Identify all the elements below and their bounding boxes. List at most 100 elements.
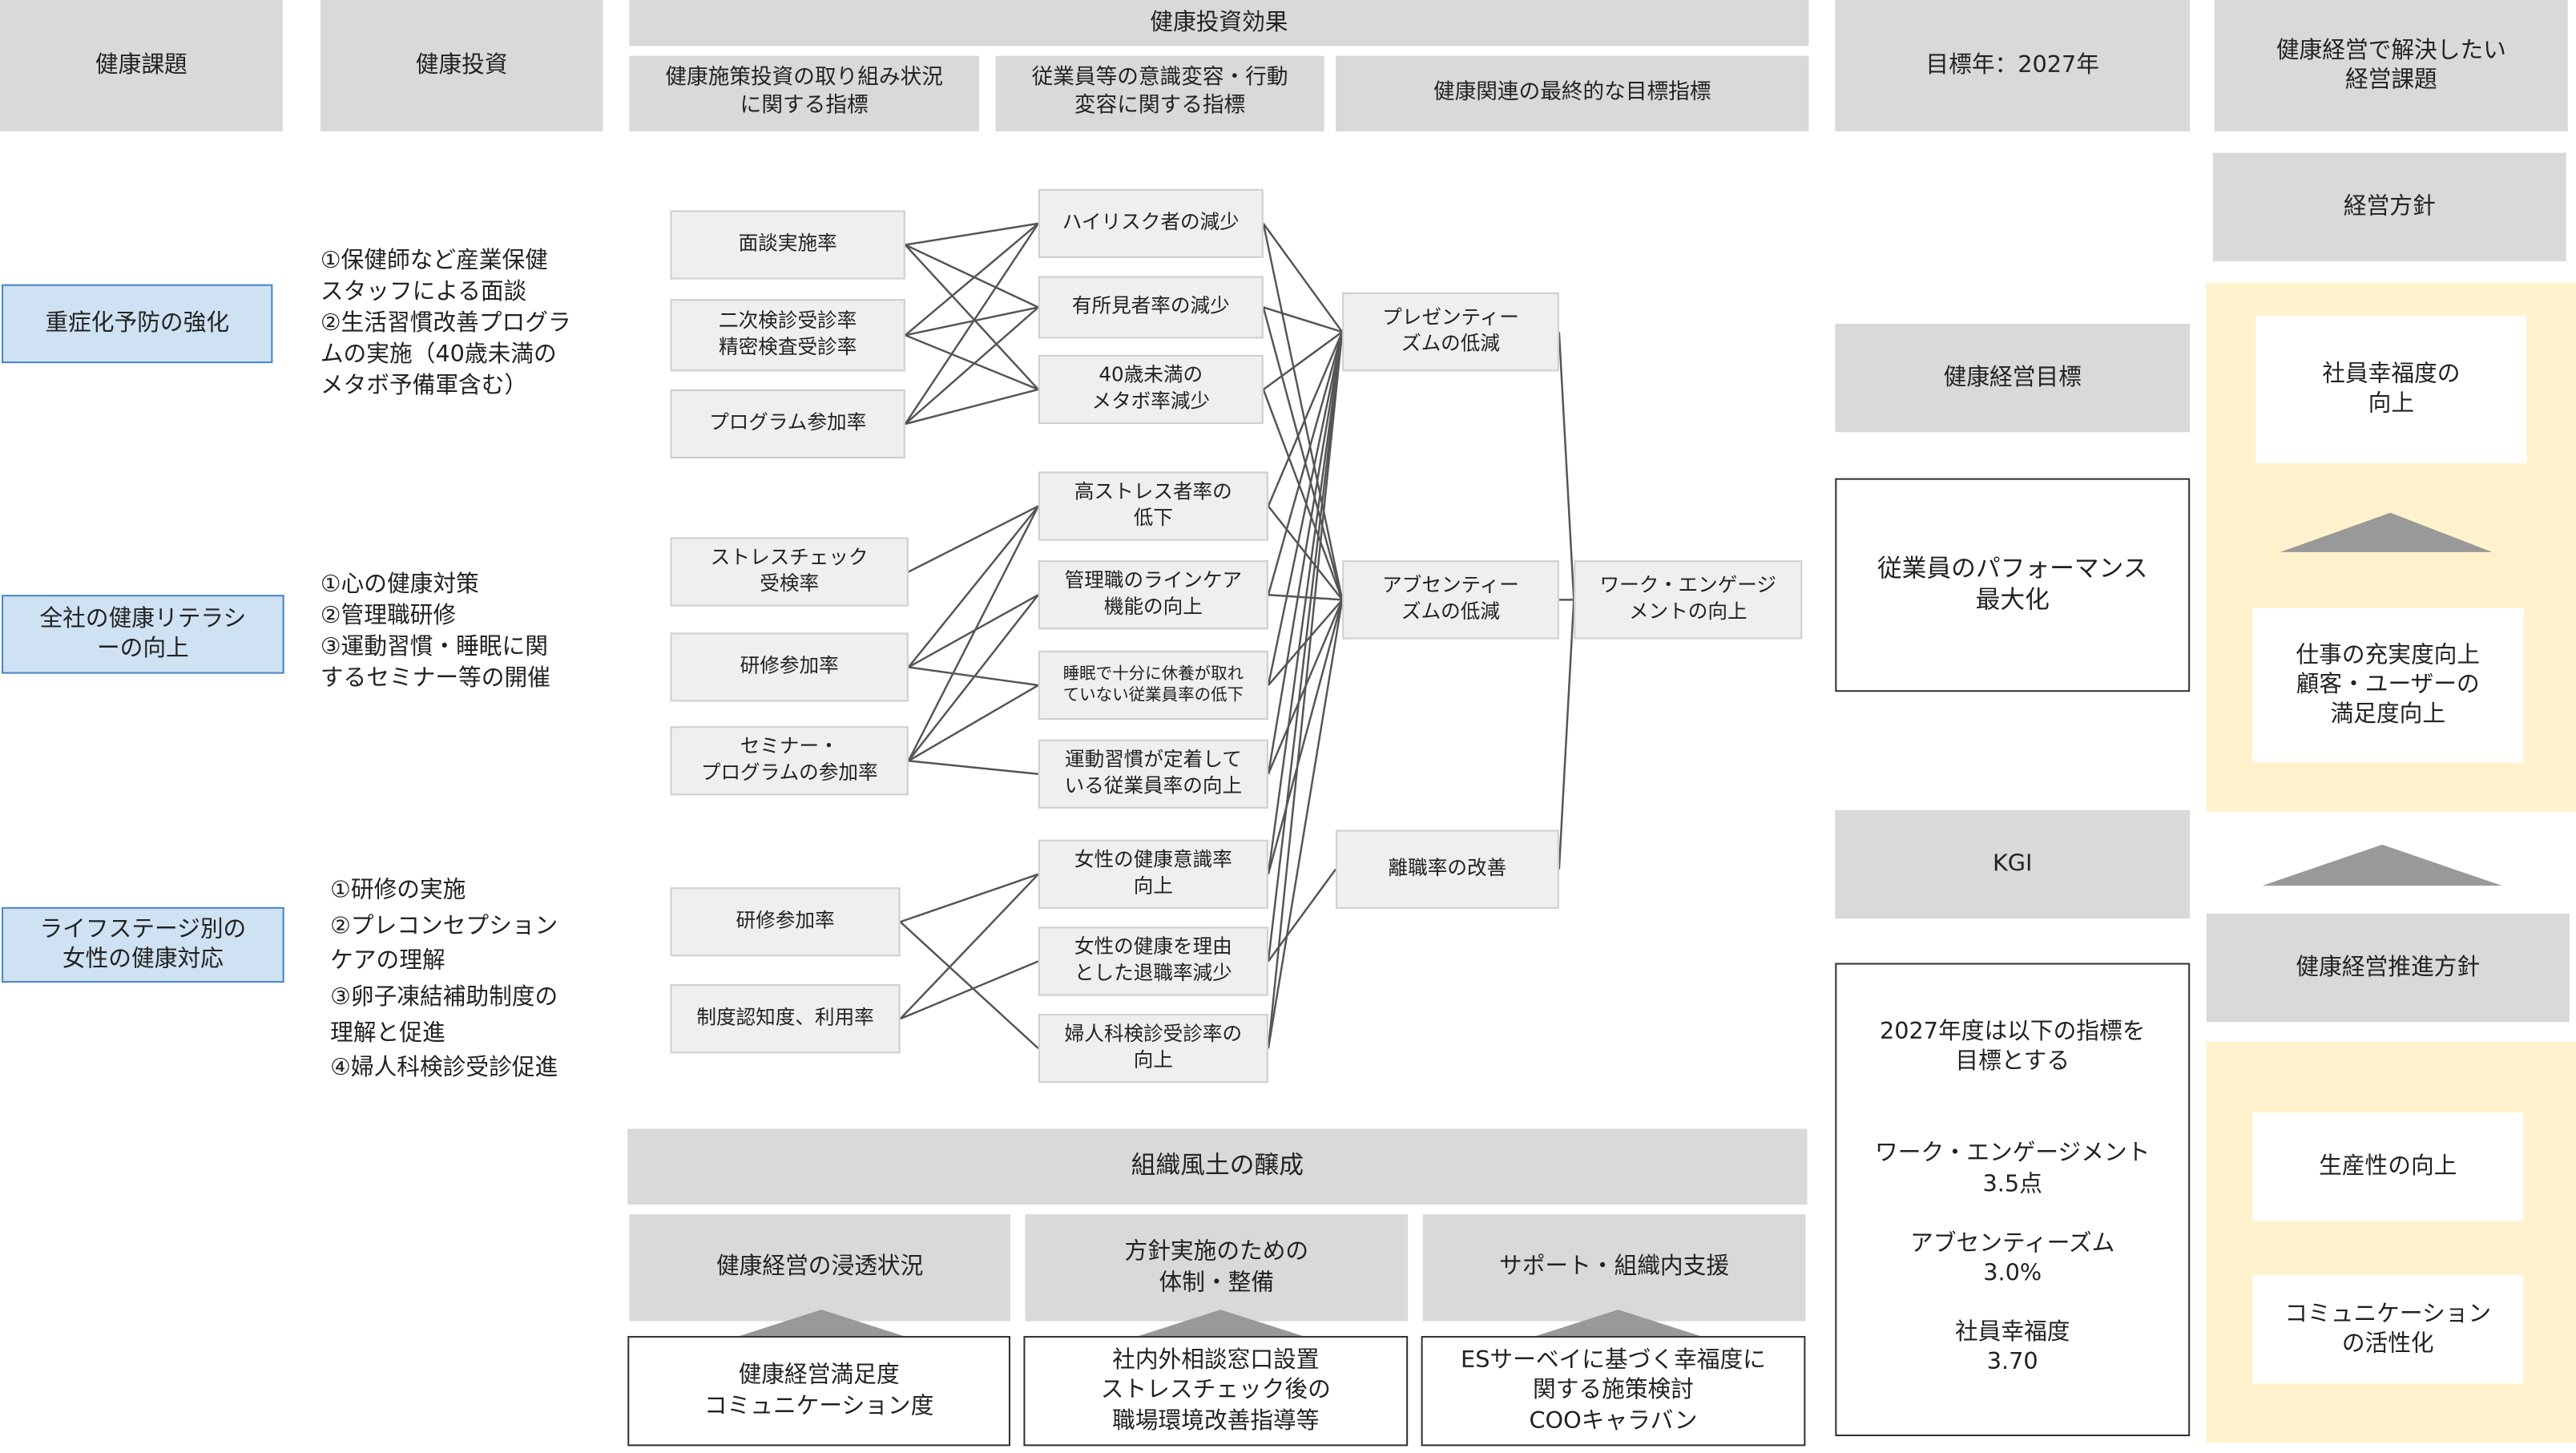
header-effect-activity: 健康施策投資の取り組み状況 に関する指標 bbox=[629, 55, 980, 132]
activity-node-interview: 面談実施率 bbox=[670, 210, 905, 280]
connector-line bbox=[1558, 599, 1575, 870]
kgi-item-absenteeism: アブセンティーズム 3.0% bbox=[1910, 1230, 2115, 1287]
behavior-node-women-awareness: 女性の健康意識率 向上 bbox=[1038, 839, 1268, 909]
health-goal-label: 健康経営目標 bbox=[1835, 323, 2191, 433]
behavior-node-exercise: 運動習慣が定着して いる従業員率の向上 bbox=[1038, 739, 1268, 809]
header-target-year: 目標年：2027年 bbox=[1835, 0, 2191, 132]
connector-line bbox=[1267, 331, 1344, 595]
connector-line bbox=[905, 334, 1039, 391]
policy-satisfaction: 仕事の充実度向上 顧客・ユーザーの 満足度向上 bbox=[2252, 607, 2524, 763]
culture-structure-detail: 社内外相談窓口設置 ストレスチェック後の 職場環境改善指導等 bbox=[1023, 1335, 1409, 1447]
behavior-node-gyn-exam: 婦人科検診受診率の 向上 bbox=[1038, 1014, 1268, 1084]
ultimate-node-engagement: ワーク・エンゲージ メントの向上 bbox=[1574, 560, 1803, 640]
health-goal-value: 従業員のパフォーマンス 最大化 bbox=[1835, 478, 2191, 692]
connector-line bbox=[1262, 223, 1344, 333]
arrow-up-culture-2 bbox=[1138, 1310, 1303, 1336]
connector-line bbox=[1267, 599, 1344, 1049]
connector-line bbox=[908, 760, 1038, 775]
behavior-node-findings: 有所見者率の減少 bbox=[1038, 276, 1264, 339]
kgi-item-engagement: ワーク・エンゲージメント 3.5点 bbox=[1875, 1140, 2151, 1197]
connector-line bbox=[907, 505, 1039, 761]
promotion-policy-label: 健康経営推進方針 bbox=[2206, 914, 2570, 1023]
connector-line bbox=[1263, 306, 1343, 333]
header-effect-behavior: 従業員等の意識変容・行動 変容に関する指標 bbox=[995, 55, 1324, 132]
investment-text-1: ①保健師など産業保健 スタッフによる面談 ②生活習慣改善プログラ ムの実施（40… bbox=[320, 248, 571, 399]
header-management-issue: 健康経営で解決したい 経営課題 bbox=[2214, 0, 2568, 132]
activity-node-seminar: セミナー・ プログラムの参加率 bbox=[670, 726, 909, 796]
connector-line bbox=[1267, 599, 1344, 875]
behavior-node-sleep: 睡眠で十分に休養が取れ ていない従業員率の低下 bbox=[1038, 650, 1268, 720]
arrow-up-culture-3 bbox=[1536, 1310, 1701, 1336]
activity-node-secondary-exam: 二次検診受診率 精密検査受診率 bbox=[670, 299, 905, 372]
final-node-presenteeism: プレゼンティー ズムの低減 bbox=[1342, 292, 1559, 372]
investment-text-3: ①研修の実施 ②プレコンセプション ケアの理解 ③卵子凍結補助制度の 理解と促進… bbox=[330, 877, 558, 1083]
connector-line bbox=[1558, 332, 1575, 600]
connector-line bbox=[905, 306, 1039, 337]
culture-structure-label: 方針実施のための 体制・整備 bbox=[1025, 1214, 1409, 1322]
arrow-up-policy bbox=[2280, 512, 2493, 552]
policy-employee-happiness: 社員幸福度の 向上 bbox=[2256, 315, 2527, 464]
promotion-productivity: 生産性の向上 bbox=[2252, 1112, 2524, 1221]
connector-line bbox=[907, 594, 1039, 762]
kgi-panel: 2027年度は以下の指標を 目標とする ワーク・エンゲージメント 3.5点 アブ… bbox=[1835, 963, 2191, 1437]
connector-line bbox=[899, 873, 1039, 1020]
issue-health-literacy: 全社の健康リテラシ ーの向上 bbox=[2, 595, 284, 674]
activity-node-stress-check: ストレスチェック 受検率 bbox=[670, 537, 909, 607]
behavior-node-metabo: 40歳未満の メタボ率減少 bbox=[1038, 354, 1264, 425]
activity-node-program: プログラム参加率 bbox=[670, 389, 905, 459]
connector-line bbox=[908, 505, 1039, 573]
issue-severe-prevention: 重症化予防の強化 bbox=[2, 284, 273, 364]
arrow-up-kgi bbox=[2262, 844, 2502, 886]
connector-line bbox=[899, 921, 1039, 1050]
kgi-label: KGI bbox=[1835, 809, 2191, 919]
connector-line bbox=[1267, 332, 1344, 962]
connector-line bbox=[1263, 331, 1343, 390]
behavior-node-high-stress: 高ストレス者率の 低下 bbox=[1038, 471, 1268, 541]
connector-line bbox=[904, 223, 1039, 425]
behavior-node-high-risk: ハイリスク者の減少 bbox=[1038, 188, 1264, 258]
arrow-up-culture-1 bbox=[739, 1310, 904, 1336]
culture-support-label: サポート・組織内支援 bbox=[1422, 1214, 1806, 1322]
promotion-communication: コミュニケーション の活性化 bbox=[2252, 1275, 2524, 1384]
header-effect-final: 健康関連の最終的な目標指標 bbox=[1335, 55, 1809, 132]
culture-title: 組織風土の醸成 bbox=[627, 1128, 1808, 1205]
connector-line bbox=[1267, 331, 1344, 774]
connector-line bbox=[1267, 332, 1344, 874]
connector-line bbox=[904, 306, 1039, 425]
connector-line bbox=[908, 666, 1039, 687]
culture-penetration-detail: 健康経営満足度 コミュニケーション度 bbox=[627, 1335, 1010, 1447]
header-effect: 健康投資効果 bbox=[629, 0, 1809, 46]
connector-line bbox=[1262, 307, 1344, 600]
connector-line bbox=[1267, 332, 1344, 1049]
kgi-item-happiness: 社員幸福度 3.70 bbox=[1954, 1319, 2070, 1376]
behavior-node-line-care: 管理職のラインケア 機能の向上 bbox=[1038, 560, 1268, 630]
connector-line bbox=[1262, 223, 1344, 600]
connector-line bbox=[905, 388, 1039, 426]
connector-line bbox=[1267, 331, 1344, 686]
connector-line bbox=[907, 505, 1039, 668]
activity-node-training: 研修参加率 bbox=[670, 632, 909, 702]
connector-line bbox=[908, 684, 1039, 762]
activity-node-system-awareness: 制度認知度、利用率 bbox=[670, 984, 901, 1054]
connector-line bbox=[1262, 389, 1344, 600]
behavior-node-women-retention: 女性の健康を理由 とした退職率減少 bbox=[1038, 926, 1268, 996]
header-issues: 健康課題 bbox=[0, 0, 283, 132]
connector-line bbox=[905, 222, 1039, 246]
culture-support-detail: ESサーベイに基づく幸福度に 関する施策検討 COOキャラバン bbox=[1421, 1335, 1806, 1447]
kgi-intro: 2027年度は以下の指標を 目標とする bbox=[1880, 1019, 2146, 1076]
connector-line bbox=[908, 594, 1039, 668]
investment-text-2: ①心の健康対策 ②管理職研修 ③運動習慣・睡眠に関 するセミナー等の開催 bbox=[320, 571, 550, 692]
header-investment: 健康投資 bbox=[320, 0, 603, 132]
final-node-turnover: 離職率の改善 bbox=[1335, 829, 1559, 909]
connector-line bbox=[904, 222, 1039, 337]
management-policy-label: 経営方針 bbox=[2212, 152, 2566, 262]
connector-line bbox=[1267, 331, 1344, 507]
connector-line bbox=[900, 960, 1039, 1020]
connector-line bbox=[904, 244, 1039, 390]
activity-node-women-training: 研修参加率 bbox=[670, 887, 901, 957]
connector-line bbox=[900, 873, 1039, 923]
connector-line bbox=[905, 244, 1039, 309]
culture-penetration-label: 健康経営の浸透状況 bbox=[629, 1214, 1010, 1322]
